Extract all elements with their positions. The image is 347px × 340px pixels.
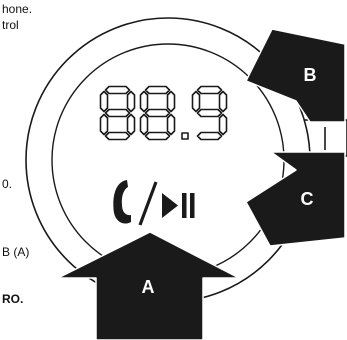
arrow-b: B xyxy=(245,28,346,123)
digit-segment xyxy=(104,108,131,118)
fragment-text: trol xyxy=(2,18,19,32)
digit-segment xyxy=(126,113,136,136)
arrow-c: C xyxy=(245,151,346,247)
arrow-c-shape xyxy=(245,151,346,247)
digit-segment xyxy=(104,131,131,141)
digit-segment xyxy=(139,113,149,136)
digit-segment xyxy=(196,108,223,118)
arrow-a-shape xyxy=(57,231,240,340)
fragment-text: hone. xyxy=(2,2,33,16)
arrow-b-label: B xyxy=(304,65,317,85)
fragment-text: 0. xyxy=(2,177,13,191)
digit-segment xyxy=(144,108,171,118)
digit-segment xyxy=(139,90,149,113)
phone-handset-icon xyxy=(113,180,131,224)
digit-segment xyxy=(196,131,223,141)
digit-segment xyxy=(99,113,109,136)
digit-segment xyxy=(218,90,228,113)
digit-segment xyxy=(166,90,176,113)
digit-segment xyxy=(144,85,171,95)
digit-segment xyxy=(196,85,223,95)
digit-segment xyxy=(144,131,171,141)
frequency-display xyxy=(99,85,228,141)
digit-segment xyxy=(166,113,176,136)
digit-segment xyxy=(191,90,201,113)
phone-slash-play-pause-icon xyxy=(113,180,195,226)
arrow-a-label: A xyxy=(142,277,155,297)
pause-bar-right-icon xyxy=(190,193,195,218)
digit-segment xyxy=(104,85,131,95)
fragment-text: B (A) xyxy=(2,245,30,259)
decimal-point xyxy=(181,132,189,140)
pause-bar-left-icon xyxy=(182,193,187,218)
fragment-text: RO. xyxy=(2,292,24,306)
arrow-b-shape xyxy=(245,28,346,123)
digit-segment xyxy=(99,90,109,113)
arrow-c-label: C xyxy=(301,189,314,209)
digit-segment xyxy=(218,113,228,136)
arrow-a: A xyxy=(57,231,240,340)
play-icon xyxy=(162,193,178,218)
slash-icon xyxy=(138,181,158,226)
digit-segment xyxy=(126,90,136,113)
